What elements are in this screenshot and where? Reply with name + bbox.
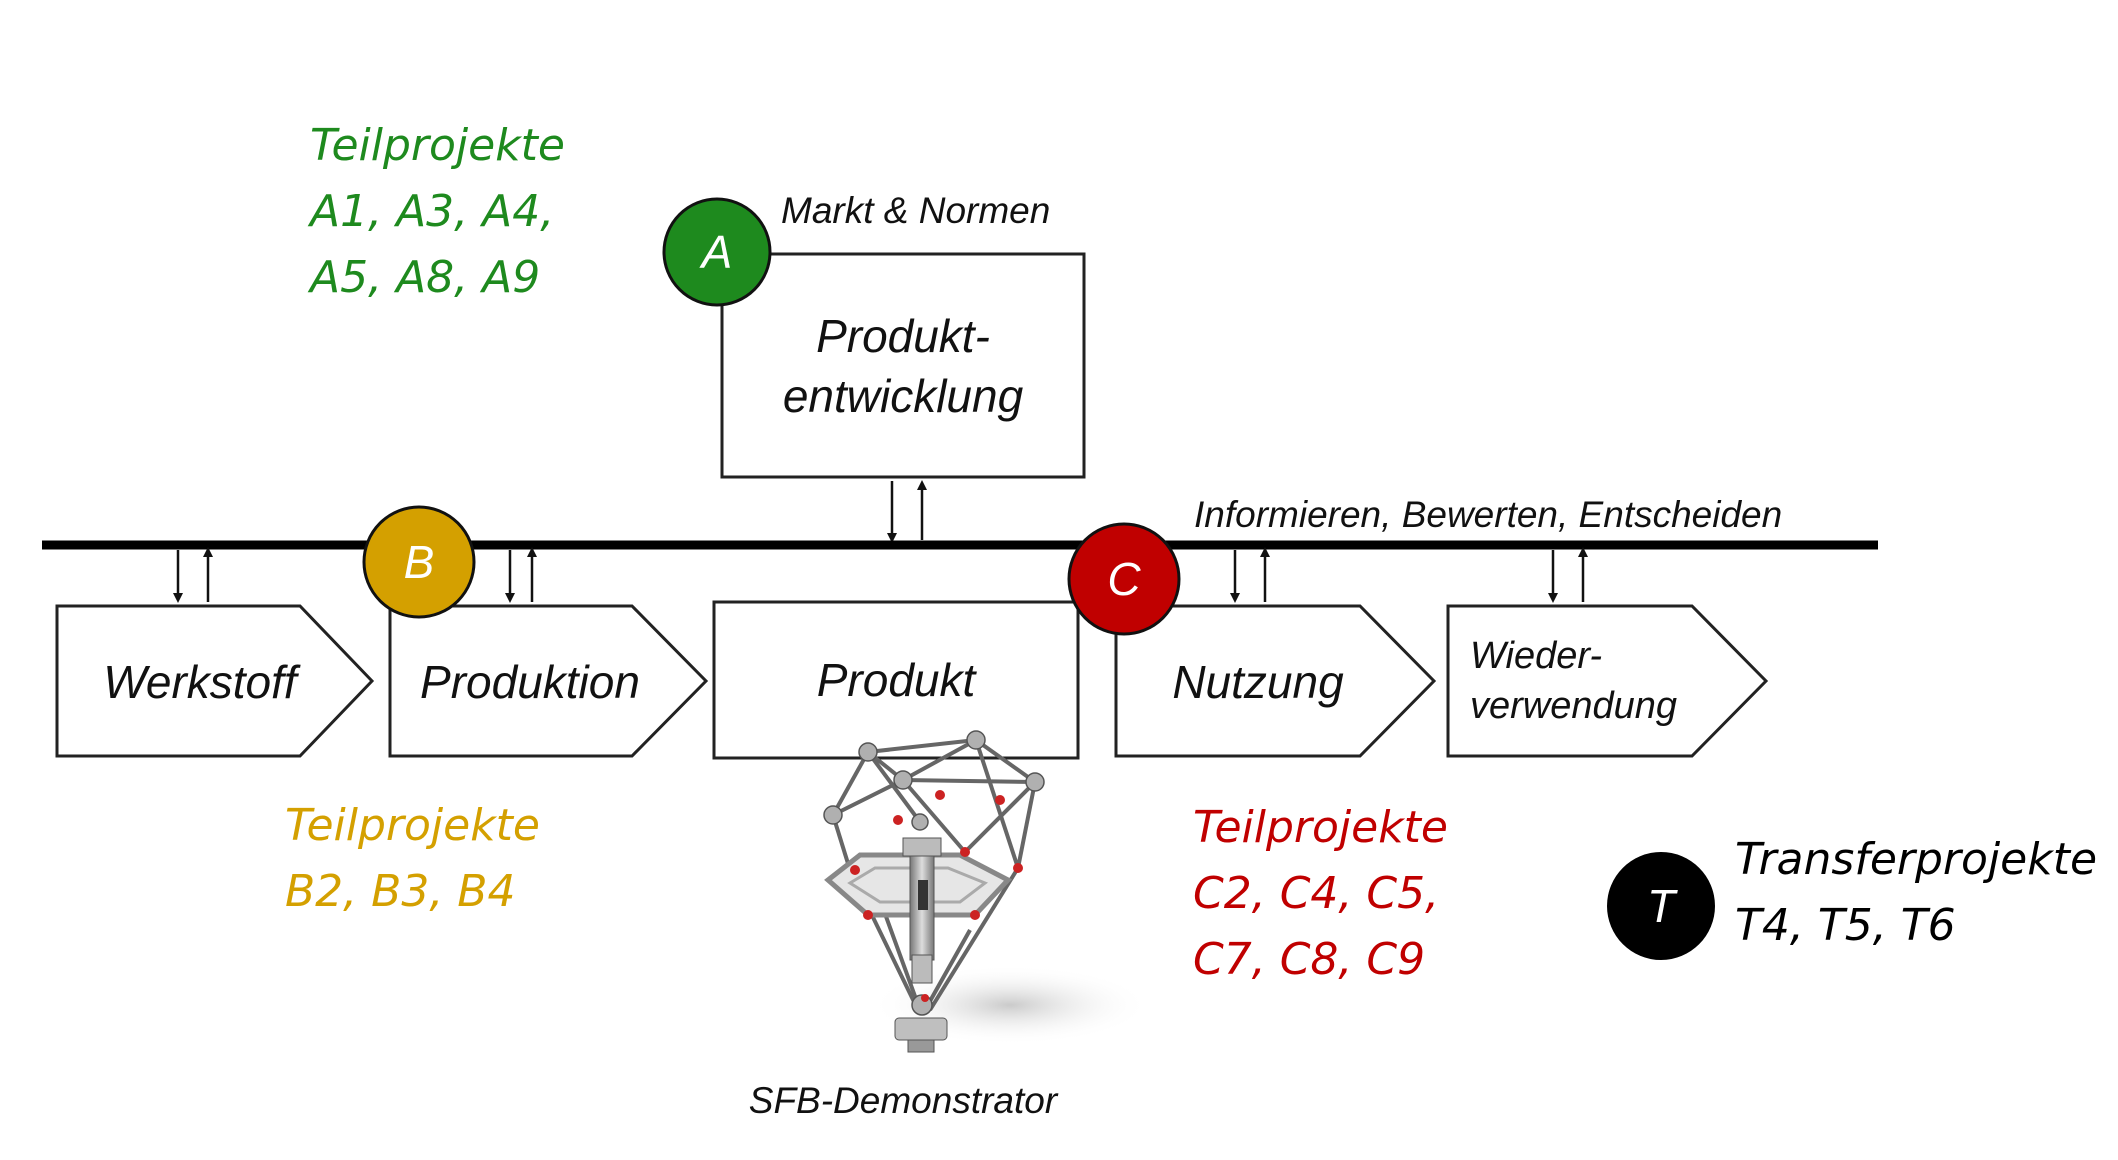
project-list-c: Teilprojekte C2, C4, C5, C7, C8, C9: [1193, 802, 1448, 985]
stage-werkstoff-label: Werkstoff: [103, 656, 301, 708]
badge-c: C: [1067, 522, 1181, 636]
project-list-a-heading: Teilprojekte: [310, 120, 565, 171]
project-list-t-line2: T4, T5, T6: [1735, 900, 1956, 951]
project-list-a-line2: A1, A3, A4,: [307, 186, 554, 237]
project-list-b-line2: B2, B3, B4: [285, 866, 515, 917]
stage-produktion: [388, 604, 709, 758]
bidirectional-arrow-icon: [173, 547, 213, 603]
project-list-a-line3: A5, A8, A9: [307, 252, 540, 303]
bidirectional-arrow-icon: [1230, 547, 1270, 603]
badge-b-label: B: [404, 536, 435, 588]
project-list-c-line3: C7, C8, C9: [1193, 934, 1425, 985]
market-standards-annotation: Markt & Normen: [781, 190, 1050, 231]
stage-nutzung: [1114, 604, 1437, 758]
product-development-label-2: entwicklung: [783, 370, 1024, 422]
stage-produktion-label: Produktion: [420, 656, 640, 708]
stage-produkt-label: Produkt: [817, 654, 978, 706]
truss-structure-illustration: [823, 730, 1150, 1053]
stage-produkt: [712, 600, 1080, 760]
project-list-a: Teilprojekte A1, A3, A4, A5, A8, A9: [307, 120, 565, 303]
stage-werkstoff: [55, 604, 375, 758]
project-list-b-heading: Teilprojekte: [285, 800, 540, 851]
badge-t: T: [1607, 852, 1715, 960]
stage-nutzung-label: Nutzung: [1172, 656, 1344, 708]
badge-c-label: C: [1107, 553, 1141, 605]
bidirectional-arrow-icon: [887, 480, 927, 543]
stage-wiederverwendung-label-1: Wieder-: [1470, 635, 1602, 677]
project-list-c-heading: Teilprojekte: [1193, 802, 1448, 853]
badge-b: B: [362, 505, 476, 619]
product-development-box: [720, 252, 1086, 479]
stage-wiederverwendung: [1446, 604, 1769, 758]
badge-t-label: T: [1647, 880, 1678, 932]
project-list-t-heading: Transferprojekte: [1735, 834, 2097, 885]
bidirectional-arrow-icon: [1548, 547, 1588, 603]
project-list-c-line2: C2, C4, C5,: [1193, 868, 1439, 919]
badge-a-label: A: [699, 226, 733, 278]
project-list-b: Teilprojekte B2, B3, B4: [285, 800, 540, 917]
bidirectional-arrow-icon: [505, 547, 537, 603]
demonstrator-caption: SFB-Demonstrator: [749, 1080, 1059, 1121]
product-development-label-1: Produkt-: [816, 310, 990, 362]
project-list-t: Transferprojekte T4, T5, T6: [1735, 834, 2097, 951]
badge-a: A: [662, 197, 772, 307]
stage-wiederverwendung-label-2: verwendung: [1470, 685, 1677, 727]
information-line-label: Informieren, Bewerten, Entscheiden: [1194, 494, 1782, 535]
